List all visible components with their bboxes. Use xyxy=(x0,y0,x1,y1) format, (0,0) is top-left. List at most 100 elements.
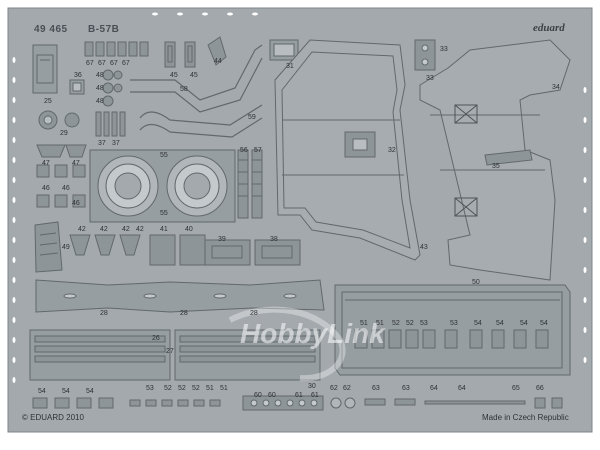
part-47-pieces xyxy=(36,144,87,158)
part-number-label: 59 xyxy=(248,114,256,121)
part-number-label: 47 xyxy=(72,160,80,167)
part-number-label: 48 xyxy=(96,98,104,105)
part-number-label: 52 xyxy=(178,385,186,392)
part-39-38-frames xyxy=(204,239,301,266)
part-28-strip xyxy=(35,279,325,313)
part-number-label: 49 xyxy=(62,244,70,251)
set-number: 49 465 xyxy=(34,24,68,35)
watermark-swirl xyxy=(228,306,346,382)
part-number-label: 33 xyxy=(426,75,434,82)
part-number-label: 47 xyxy=(42,160,50,167)
part-number-label: 56 xyxy=(240,147,248,154)
part-number-label: 46 xyxy=(42,185,50,192)
part-32-large-panel xyxy=(274,39,421,261)
part-number-label: 67 xyxy=(98,60,106,67)
part-number-label: 51 xyxy=(206,385,214,392)
part-29-wheel xyxy=(38,110,80,130)
part-36-box xyxy=(69,79,85,95)
part-number-label: 57 xyxy=(254,147,262,154)
part-44-bracket xyxy=(207,36,227,66)
watermark-logo: HobbyLink xyxy=(240,318,385,349)
part-number-label: 28 xyxy=(100,310,108,317)
part-number-label: 62 xyxy=(343,385,351,392)
part-number-label: 33 xyxy=(440,46,448,53)
eduard-logo: eduard xyxy=(533,22,565,34)
part-number-label: 60 xyxy=(268,392,276,399)
part-31-box xyxy=(269,39,299,61)
part-number-label: 51 xyxy=(376,320,384,327)
part-number-label: 27 xyxy=(166,348,174,355)
part-number-label: 45 xyxy=(190,72,198,79)
part-number-label: 42 xyxy=(122,226,130,233)
part-number-label: 67 xyxy=(110,60,118,67)
part-number-label: 64 xyxy=(458,385,466,392)
part-number-label: 48 xyxy=(96,85,104,92)
part-number-label: 61 xyxy=(311,392,319,399)
part-46-pieces xyxy=(36,164,86,208)
kit-name: B-57B xyxy=(88,24,120,35)
part-number-label: 52 xyxy=(406,320,414,327)
part-33-hinge xyxy=(414,39,436,71)
bottom-small-parts-row xyxy=(32,395,563,411)
part-number-label: 37 xyxy=(98,140,106,147)
part-number-label: 25 xyxy=(44,98,52,105)
copyright-text: © EDUARD 2010 xyxy=(22,413,84,422)
part-number-label: 54 xyxy=(540,320,548,327)
part-48-dials xyxy=(102,69,123,107)
part-number-label: 62 xyxy=(330,385,338,392)
part-number-label: 28 xyxy=(180,310,188,317)
part-number-label: 53 xyxy=(420,320,428,327)
part-number-label: 26 xyxy=(152,335,160,342)
part-number-label: 54 xyxy=(62,388,70,395)
part-37-struts xyxy=(95,111,126,137)
part-number-label: 55 xyxy=(160,210,168,217)
part-number-label: 51 xyxy=(360,320,368,327)
part-number-label: 48 xyxy=(96,72,104,79)
part-56-57-grilles xyxy=(237,149,263,219)
part-49-flap xyxy=(34,221,63,273)
part-58-conduit xyxy=(130,44,263,138)
part-number-label: 53 xyxy=(146,385,154,392)
part-51-54-parts xyxy=(354,329,549,349)
part-number-label: 39 xyxy=(218,236,226,243)
part-45-brackets xyxy=(164,41,196,68)
left-edge-holes xyxy=(12,57,16,383)
top-edge-holes xyxy=(152,12,258,16)
part-number-label: 34 xyxy=(552,84,560,91)
part-number-label: 67 xyxy=(86,60,94,67)
origin-text: Made in Czech Republic xyxy=(482,413,569,422)
part-number-label: 50 xyxy=(472,279,480,286)
part-number-label: 63 xyxy=(402,385,410,392)
part-number-label: 46 xyxy=(72,200,80,207)
part-number-label: 42 xyxy=(136,226,144,233)
part-34-35-large-panel xyxy=(419,39,571,281)
part-number-label: 31 xyxy=(286,63,294,70)
part-number-label: 54 xyxy=(86,388,94,395)
part-number-label: 40 xyxy=(185,226,193,233)
part-number-label: 58 xyxy=(180,86,188,93)
part-55-round-panels xyxy=(89,149,236,223)
part-number-label: 52 xyxy=(392,320,400,327)
part-67-strips xyxy=(84,41,149,57)
part-number-label: 36 xyxy=(74,72,82,79)
part-number-label: 38 xyxy=(270,236,278,243)
part-number-label: 67 xyxy=(122,60,130,67)
part-26-27-panels xyxy=(29,329,321,381)
part-number-label: 37 xyxy=(112,140,120,147)
part-number-label: 60 xyxy=(254,392,262,399)
part-number-label: 63 xyxy=(372,385,380,392)
part-number-label: 54 xyxy=(474,320,482,327)
part-number-label: 44 xyxy=(214,58,222,65)
part-number-label: 28 xyxy=(250,310,258,317)
part-number-label: 29 xyxy=(60,130,68,137)
part-number-label: 64 xyxy=(430,385,438,392)
part-number-label: 51 xyxy=(220,385,228,392)
part-number-label: 52 xyxy=(164,385,172,392)
part-number-label: 52 xyxy=(192,385,200,392)
part-number-label: 66 xyxy=(536,385,544,392)
part-number-label: 54 xyxy=(496,320,504,327)
part-number-label: 43 xyxy=(420,244,428,251)
part-number-label: 55 xyxy=(160,152,168,159)
part-number-label: 54 xyxy=(38,388,46,395)
